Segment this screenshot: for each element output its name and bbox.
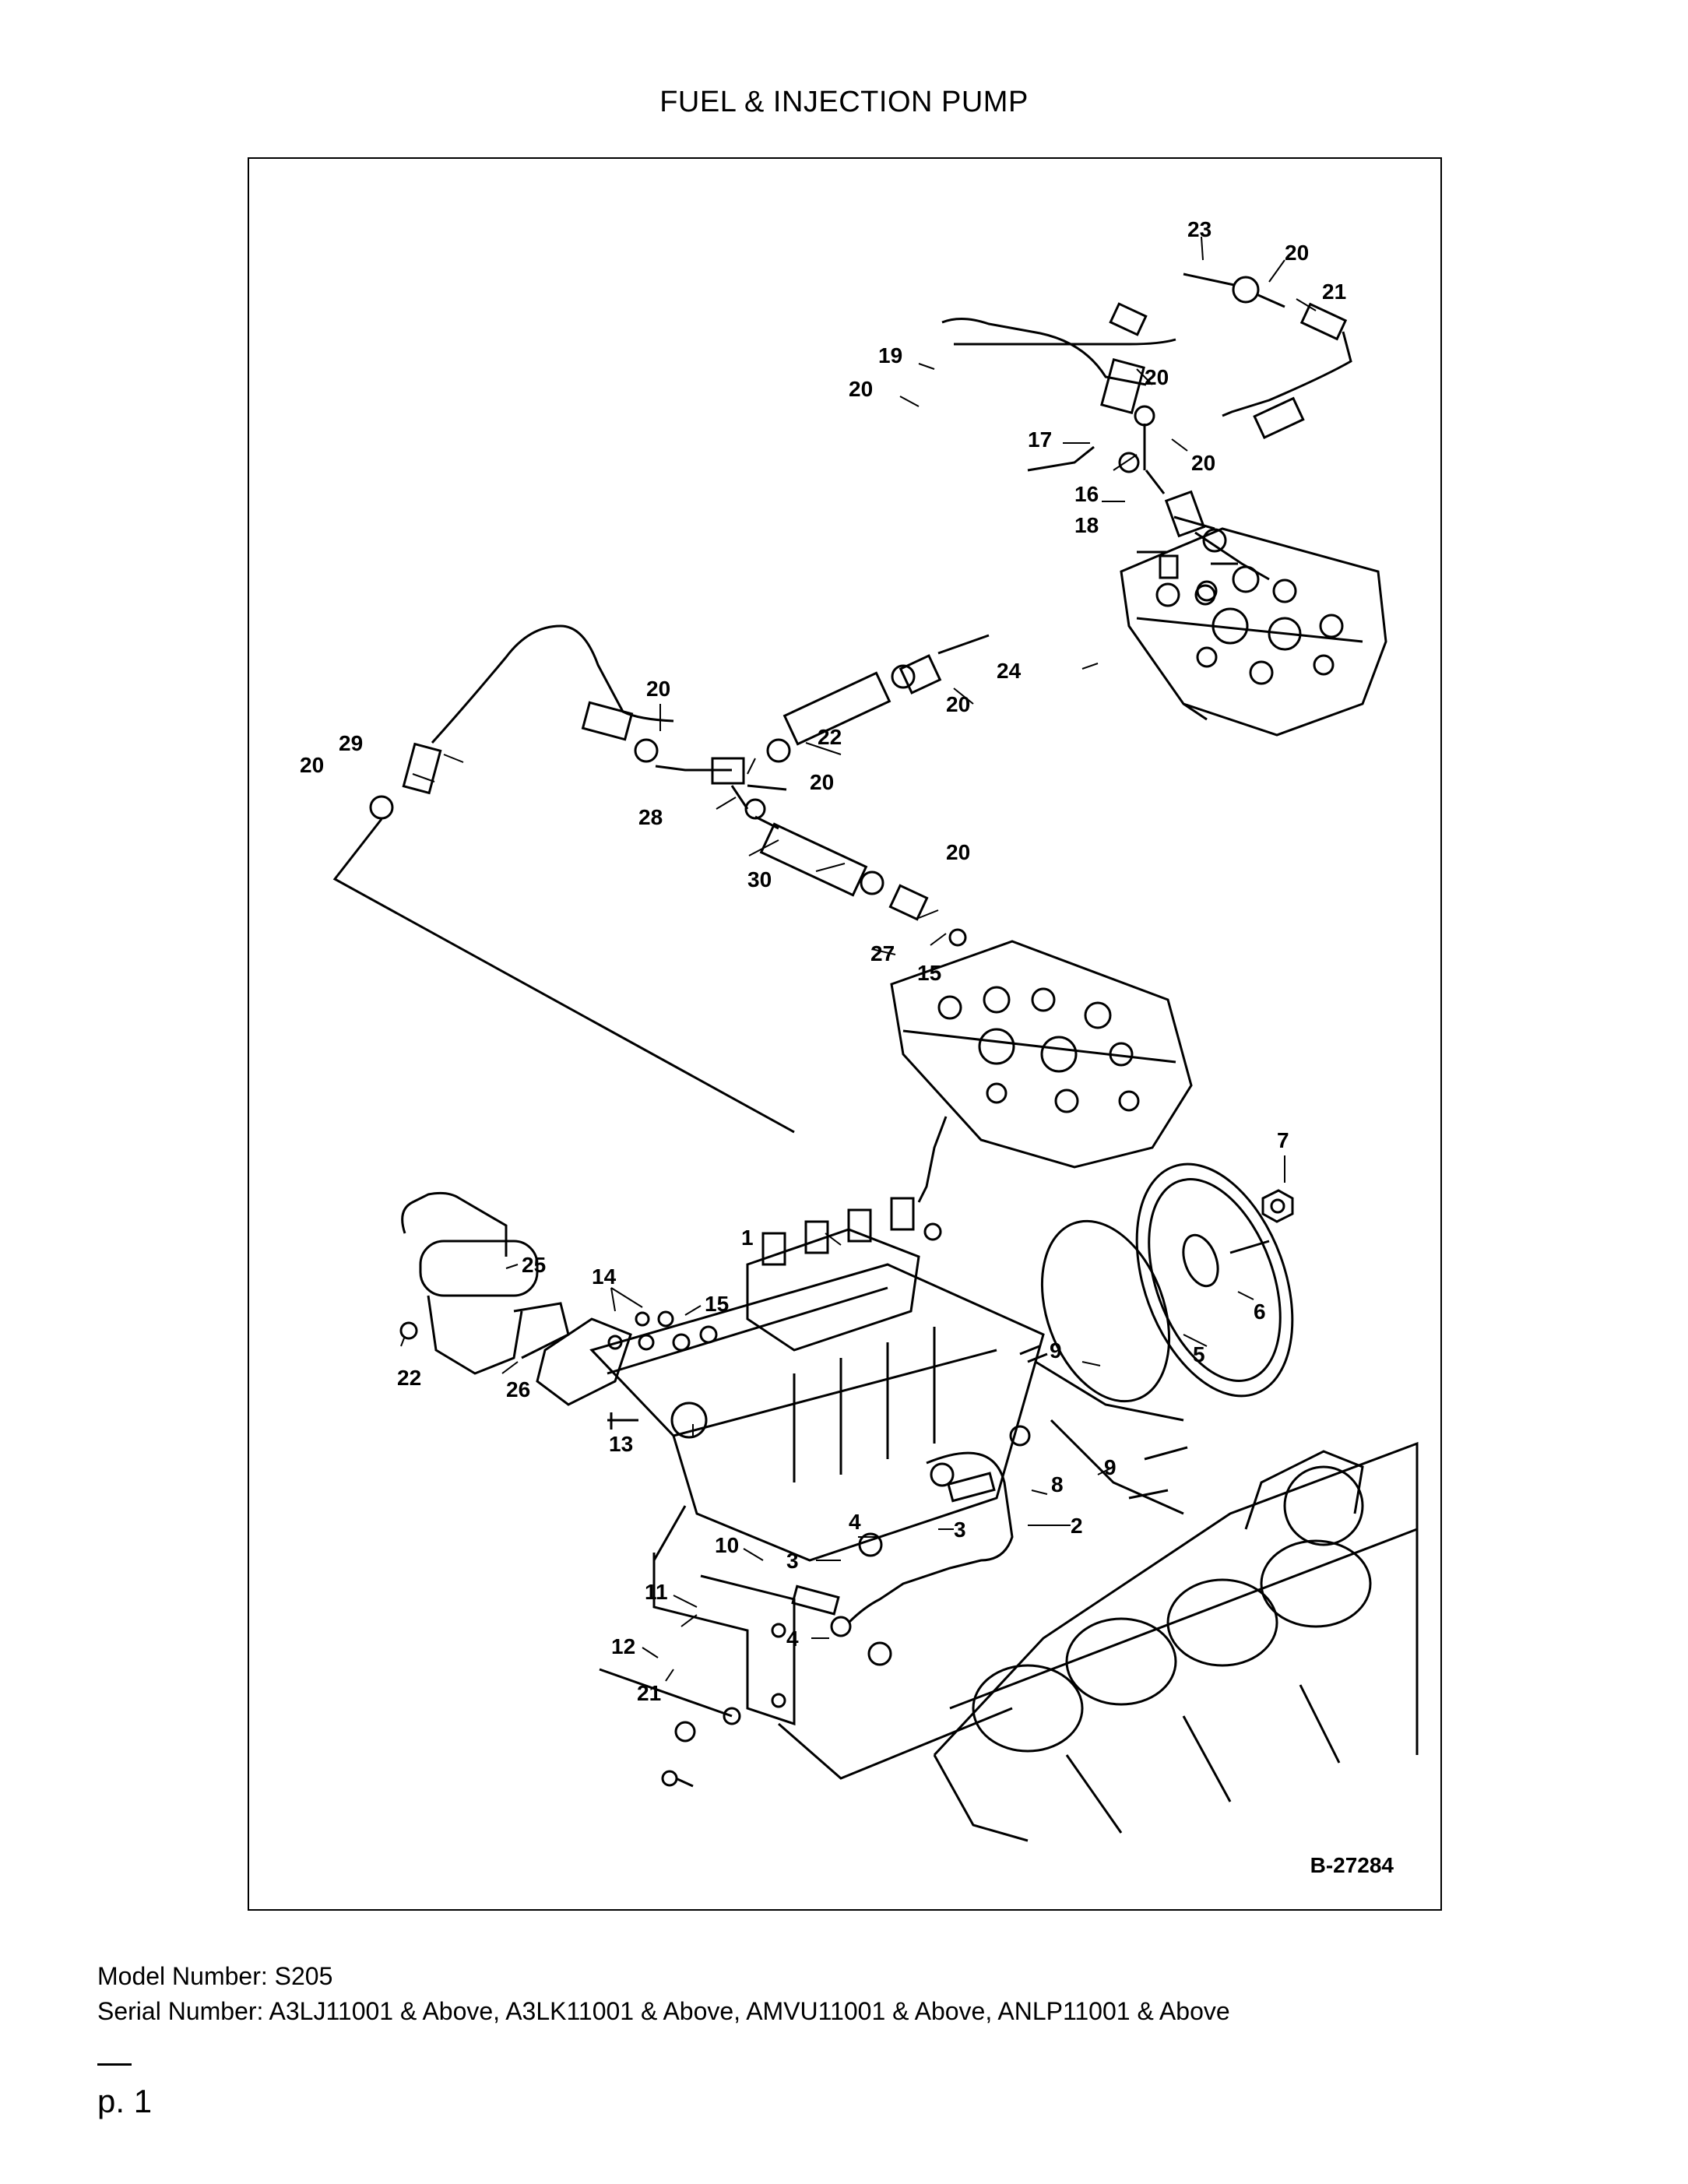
callout-20: 20 xyxy=(300,753,324,777)
callout-4: 4 xyxy=(786,1627,799,1651)
middle-return-line xyxy=(332,624,990,1134)
callout-13: 21 xyxy=(637,1681,661,1705)
callout-18: 18 xyxy=(1074,513,1099,537)
callout-20: 20 xyxy=(946,840,970,864)
callout-6: 6 xyxy=(1254,1299,1266,1324)
callout-9: 9 xyxy=(1050,1338,1062,1363)
injection-pipe xyxy=(791,1425,1031,1666)
callout-3: 3 xyxy=(786,1549,799,1573)
gear-nut xyxy=(1261,1189,1294,1223)
fuel-lift-pump xyxy=(399,1191,638,1430)
callout-14: 14 xyxy=(592,1264,617,1289)
drive-gear xyxy=(1135,1162,1294,1398)
callout-22: 24 xyxy=(997,659,1022,683)
callout-30: 30 xyxy=(747,867,772,892)
engine-block xyxy=(933,1360,1419,1842)
leader-lines xyxy=(400,236,1317,1682)
callout-1: 1 xyxy=(741,1226,754,1250)
callout-20: 20 xyxy=(849,377,873,401)
page-title: FUEL & INJECTION PUMP xyxy=(659,86,1029,118)
page-number: p. 1 xyxy=(97,2083,153,2119)
fasteners-14-15 xyxy=(607,1310,718,1352)
callout-20: 20 xyxy=(646,677,670,701)
mounting-bracket xyxy=(599,1505,1013,1788)
callout-5: 5 xyxy=(1193,1342,1205,1366)
upper-cylinder-head xyxy=(1120,527,1387,737)
callout-28: 28 xyxy=(638,805,663,829)
callout-20: 20 xyxy=(810,770,834,794)
callout-2: 2 xyxy=(1071,1514,1083,1538)
callout-20: 20 xyxy=(1191,451,1215,475)
callout-25: 22 xyxy=(397,1366,421,1390)
callout-23: 25 xyxy=(522,1253,546,1277)
callout-20: 20 xyxy=(1285,241,1309,265)
callout-26: 13 xyxy=(609,1432,633,1456)
callout-9: 9 xyxy=(1104,1455,1117,1479)
callout-20: 20 xyxy=(946,692,970,716)
o-ring xyxy=(1040,1219,1171,1403)
callout-21: 22 xyxy=(818,725,842,749)
callout-10: 10 xyxy=(715,1533,739,1557)
upper-return-line xyxy=(941,273,1352,606)
callout-12: 12 xyxy=(611,1634,635,1658)
callout-11: 11 xyxy=(645,1580,668,1604)
injection-pump-body xyxy=(589,1116,1045,1562)
callout-8: 8 xyxy=(1051,1472,1064,1496)
callout-22: 23 xyxy=(1187,217,1211,241)
callout-27: 27 xyxy=(870,941,895,965)
callout-15: 15 xyxy=(917,961,941,985)
exploded-parts-diagram: 23 20 21 19 20 20 17 20 16 18 20 24 20 2… xyxy=(300,217,1419,1842)
callout-3: 3 xyxy=(954,1518,966,1542)
callout-7: 7 xyxy=(1277,1128,1289,1152)
callout-15: 15 xyxy=(705,1292,729,1316)
middle-cylinder-head xyxy=(890,940,1193,1169)
callouts: 23 20 21 19 20 20 17 20 16 18 20 24 20 2… xyxy=(300,217,1346,1705)
page-rule xyxy=(97,2063,132,2066)
callout-29: 29 xyxy=(339,731,363,755)
callout-24: 26 xyxy=(506,1377,530,1401)
callout-4: 4 xyxy=(849,1510,861,1534)
callout-19: 19 xyxy=(878,343,902,368)
callout-16: 16 xyxy=(1074,482,1099,506)
callout-17: 17 xyxy=(1028,427,1052,452)
studs-9 xyxy=(1019,1345,1188,1500)
drawing-id: B-27284 xyxy=(1310,1853,1394,1877)
callout-20: 20 xyxy=(1145,365,1169,389)
model-number: Model Number: S205 xyxy=(97,1962,333,1990)
callout-21: 21 xyxy=(1322,280,1346,304)
serial-number: Serial Number: A3LJ11001 & Above, A3LK11… xyxy=(97,1997,1230,2025)
diagram-frame: 23 20 21 19 20 20 17 20 16 18 20 24 20 2… xyxy=(248,157,1442,1911)
